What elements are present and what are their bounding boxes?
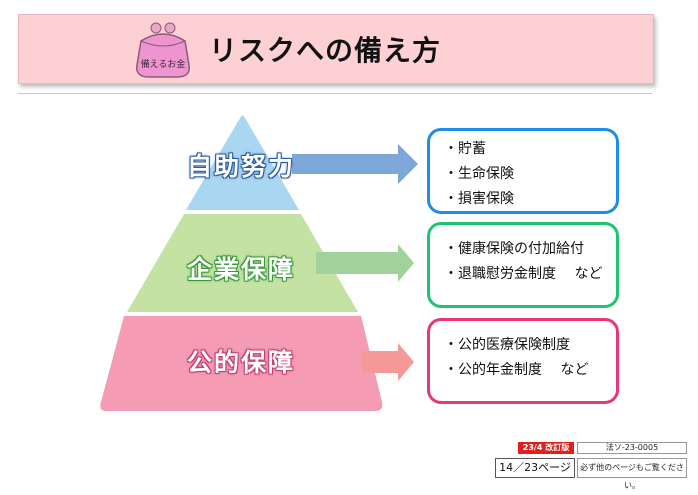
tier-label-self-help: 自助努力 (186, 152, 295, 181)
list-item: ・公的年金制度 など (444, 362, 589, 378)
header-banner: 備えるお金 リスクへの備え方 (18, 14, 654, 84)
list-item: ・健康保険の付加給付 (444, 241, 584, 257)
list-item: ・生命保険 (444, 166, 514, 182)
page-number: 14／23ページ (495, 458, 575, 478)
document-code: 法ソ-23-0005 (577, 442, 687, 454)
list-item: ・貯蓄 (444, 141, 486, 157)
tier-label-public: 公的保障 (186, 348, 295, 377)
arrow-corporate (316, 244, 414, 282)
list-item: ・公的医療保険制度 (444, 337, 570, 353)
tier-label-corporate: 企業保障 (186, 255, 295, 284)
list-item: ・退職慰労金制度 など (444, 266, 603, 282)
list-item: ・損害保険 (444, 191, 514, 207)
arrow-self-help (292, 144, 418, 184)
divider (18, 93, 652, 94)
corporate-box: ・健康保険の付加給付 ・退職慰労金制度 など (427, 222, 619, 308)
purse-icon: 備えるお金 (129, 21, 197, 79)
purse-label: 備えるお金 (140, 60, 186, 70)
public-box: ・公的医療保険制度 ・公的年金制度 など (427, 318, 619, 404)
tier-corporate (127, 214, 358, 312)
edition-badge: 23/4 改訂版 (518, 442, 574, 454)
tier-public (100, 316, 383, 411)
page-title: リスクへの備え方 (209, 34, 442, 67)
tier-self-help (186, 115, 299, 210)
footer-note: 必ず他のページもご覧ください。 (577, 458, 687, 490)
self-help-box: ・貯蓄 ・生命保険 ・損害保険 (427, 128, 619, 214)
arrow-public (362, 343, 414, 381)
